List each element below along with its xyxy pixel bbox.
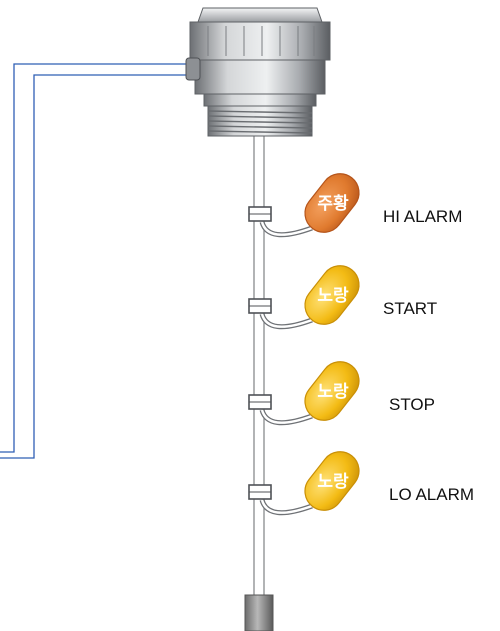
- float-function-label: STOP: [389, 395, 435, 414]
- signal-cable: [0, 63, 190, 459]
- float-switch-3: 노랑 STOP: [248, 361, 435, 426]
- float-color-text: 노랑: [317, 382, 349, 402]
- thread: [207, 105, 313, 137]
- float-body: [304, 265, 360, 325]
- float-function-label: HI ALARM: [383, 207, 462, 226]
- float-switch-1: 주황 HI ALARM: [248, 173, 462, 238]
- float-color-text: 노랑: [317, 286, 349, 306]
- stem-rod: [253, 119, 265, 601]
- float-color-text: 주황: [317, 194, 349, 214]
- floats-layer: 주황 HI ALARM 노랑 START 노랑 STOP 노랑 LO ALARM: [248, 173, 474, 516]
- float-switch-2: 노랑 START: [248, 265, 437, 330]
- float-function-label: LO ALARM: [389, 485, 474, 504]
- float-body: [304, 173, 360, 233]
- bottom-weight: [244, 594, 274, 631]
- float-color-text: 노랑: [317, 472, 349, 492]
- float-function-label: START: [383, 299, 437, 318]
- float-body: [304, 361, 360, 421]
- float-switch-4: 노랑 LO ALARM: [248, 451, 474, 516]
- cable-gland: [185, 57, 201, 81]
- float-body: [304, 451, 360, 511]
- junction-box: [185, 7, 331, 137]
